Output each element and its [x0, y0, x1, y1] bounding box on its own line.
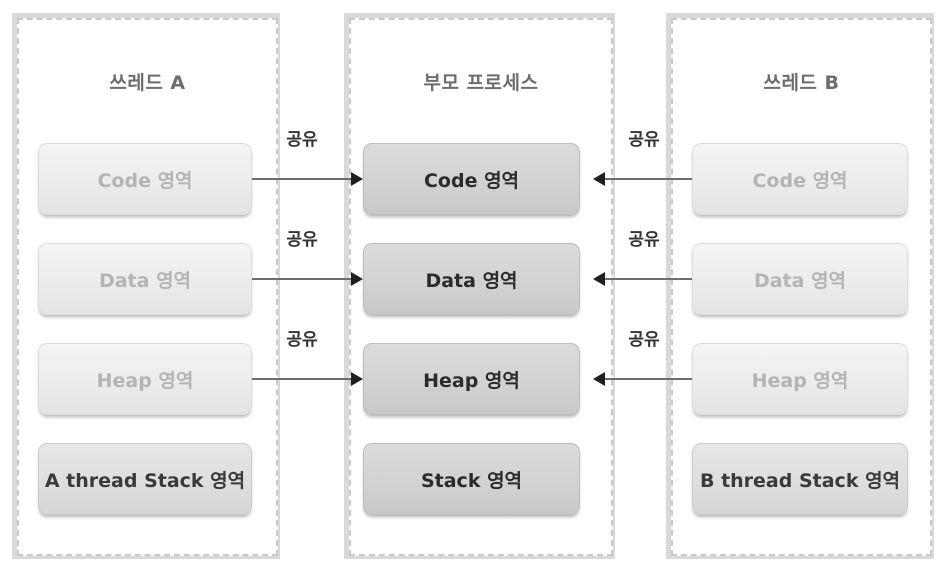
box-thread-b-data[interactable]: Data 영역 [692, 243, 908, 315]
panel-title-parent-process: 부모 프로세스 [423, 72, 539, 94]
box-thread-a-heap[interactable]: Heap 영역 [38, 343, 252, 415]
arrow-head-a-code [351, 172, 363, 186]
arrow-line-b-heap [605, 378, 692, 380]
box-parent-code[interactable]: Code 영역 [363, 143, 580, 215]
box-thread-a-code[interactable]: Code 영역 [38, 143, 252, 215]
arrow-label-a-heap: 공유 [286, 330, 318, 350]
arrow-line-b-data [605, 278, 692, 280]
arrow-head-b-data [593, 272, 605, 286]
box-parent-data[interactable]: Data 영역 [363, 243, 580, 315]
panel-title-thread-b: 쓰레드 B [763, 72, 840, 94]
arrow-head-a-heap [351, 372, 363, 386]
arrow-head-b-code [593, 172, 605, 186]
arrow-label-b-heap: 공유 [628, 330, 660, 350]
arrow-line-a-code [252, 178, 351, 180]
box-thread-b-code[interactable]: Code 영역 [692, 143, 908, 215]
arrow-label-a-data: 공유 [286, 230, 318, 250]
box-thread-a-stack[interactable]: A thread Stack 영역 [38, 443, 252, 515]
box-thread-b-stack[interactable]: B thread Stack 영역 [692, 443, 908, 515]
box-parent-stack[interactable]: Stack 영역 [363, 443, 580, 515]
arrow-line-a-heap [252, 378, 351, 380]
box-thread-b-heap[interactable]: Heap 영역 [692, 343, 908, 415]
arrow-label-a-code: 공유 [286, 130, 318, 150]
box-thread-a-data[interactable]: Data 영역 [38, 243, 252, 315]
arrow-head-a-data [351, 272, 363, 286]
arrow-line-a-data [252, 278, 351, 280]
arrow-label-b-code: 공유 [628, 130, 660, 150]
arrow-head-b-heap [593, 372, 605, 386]
arrow-line-b-code [605, 178, 692, 180]
box-parent-heap[interactable]: Heap 영역 [363, 343, 580, 415]
panel-title-thread-a: 쓰레드 A [109, 72, 186, 94]
arrow-label-b-data: 공유 [628, 230, 660, 250]
